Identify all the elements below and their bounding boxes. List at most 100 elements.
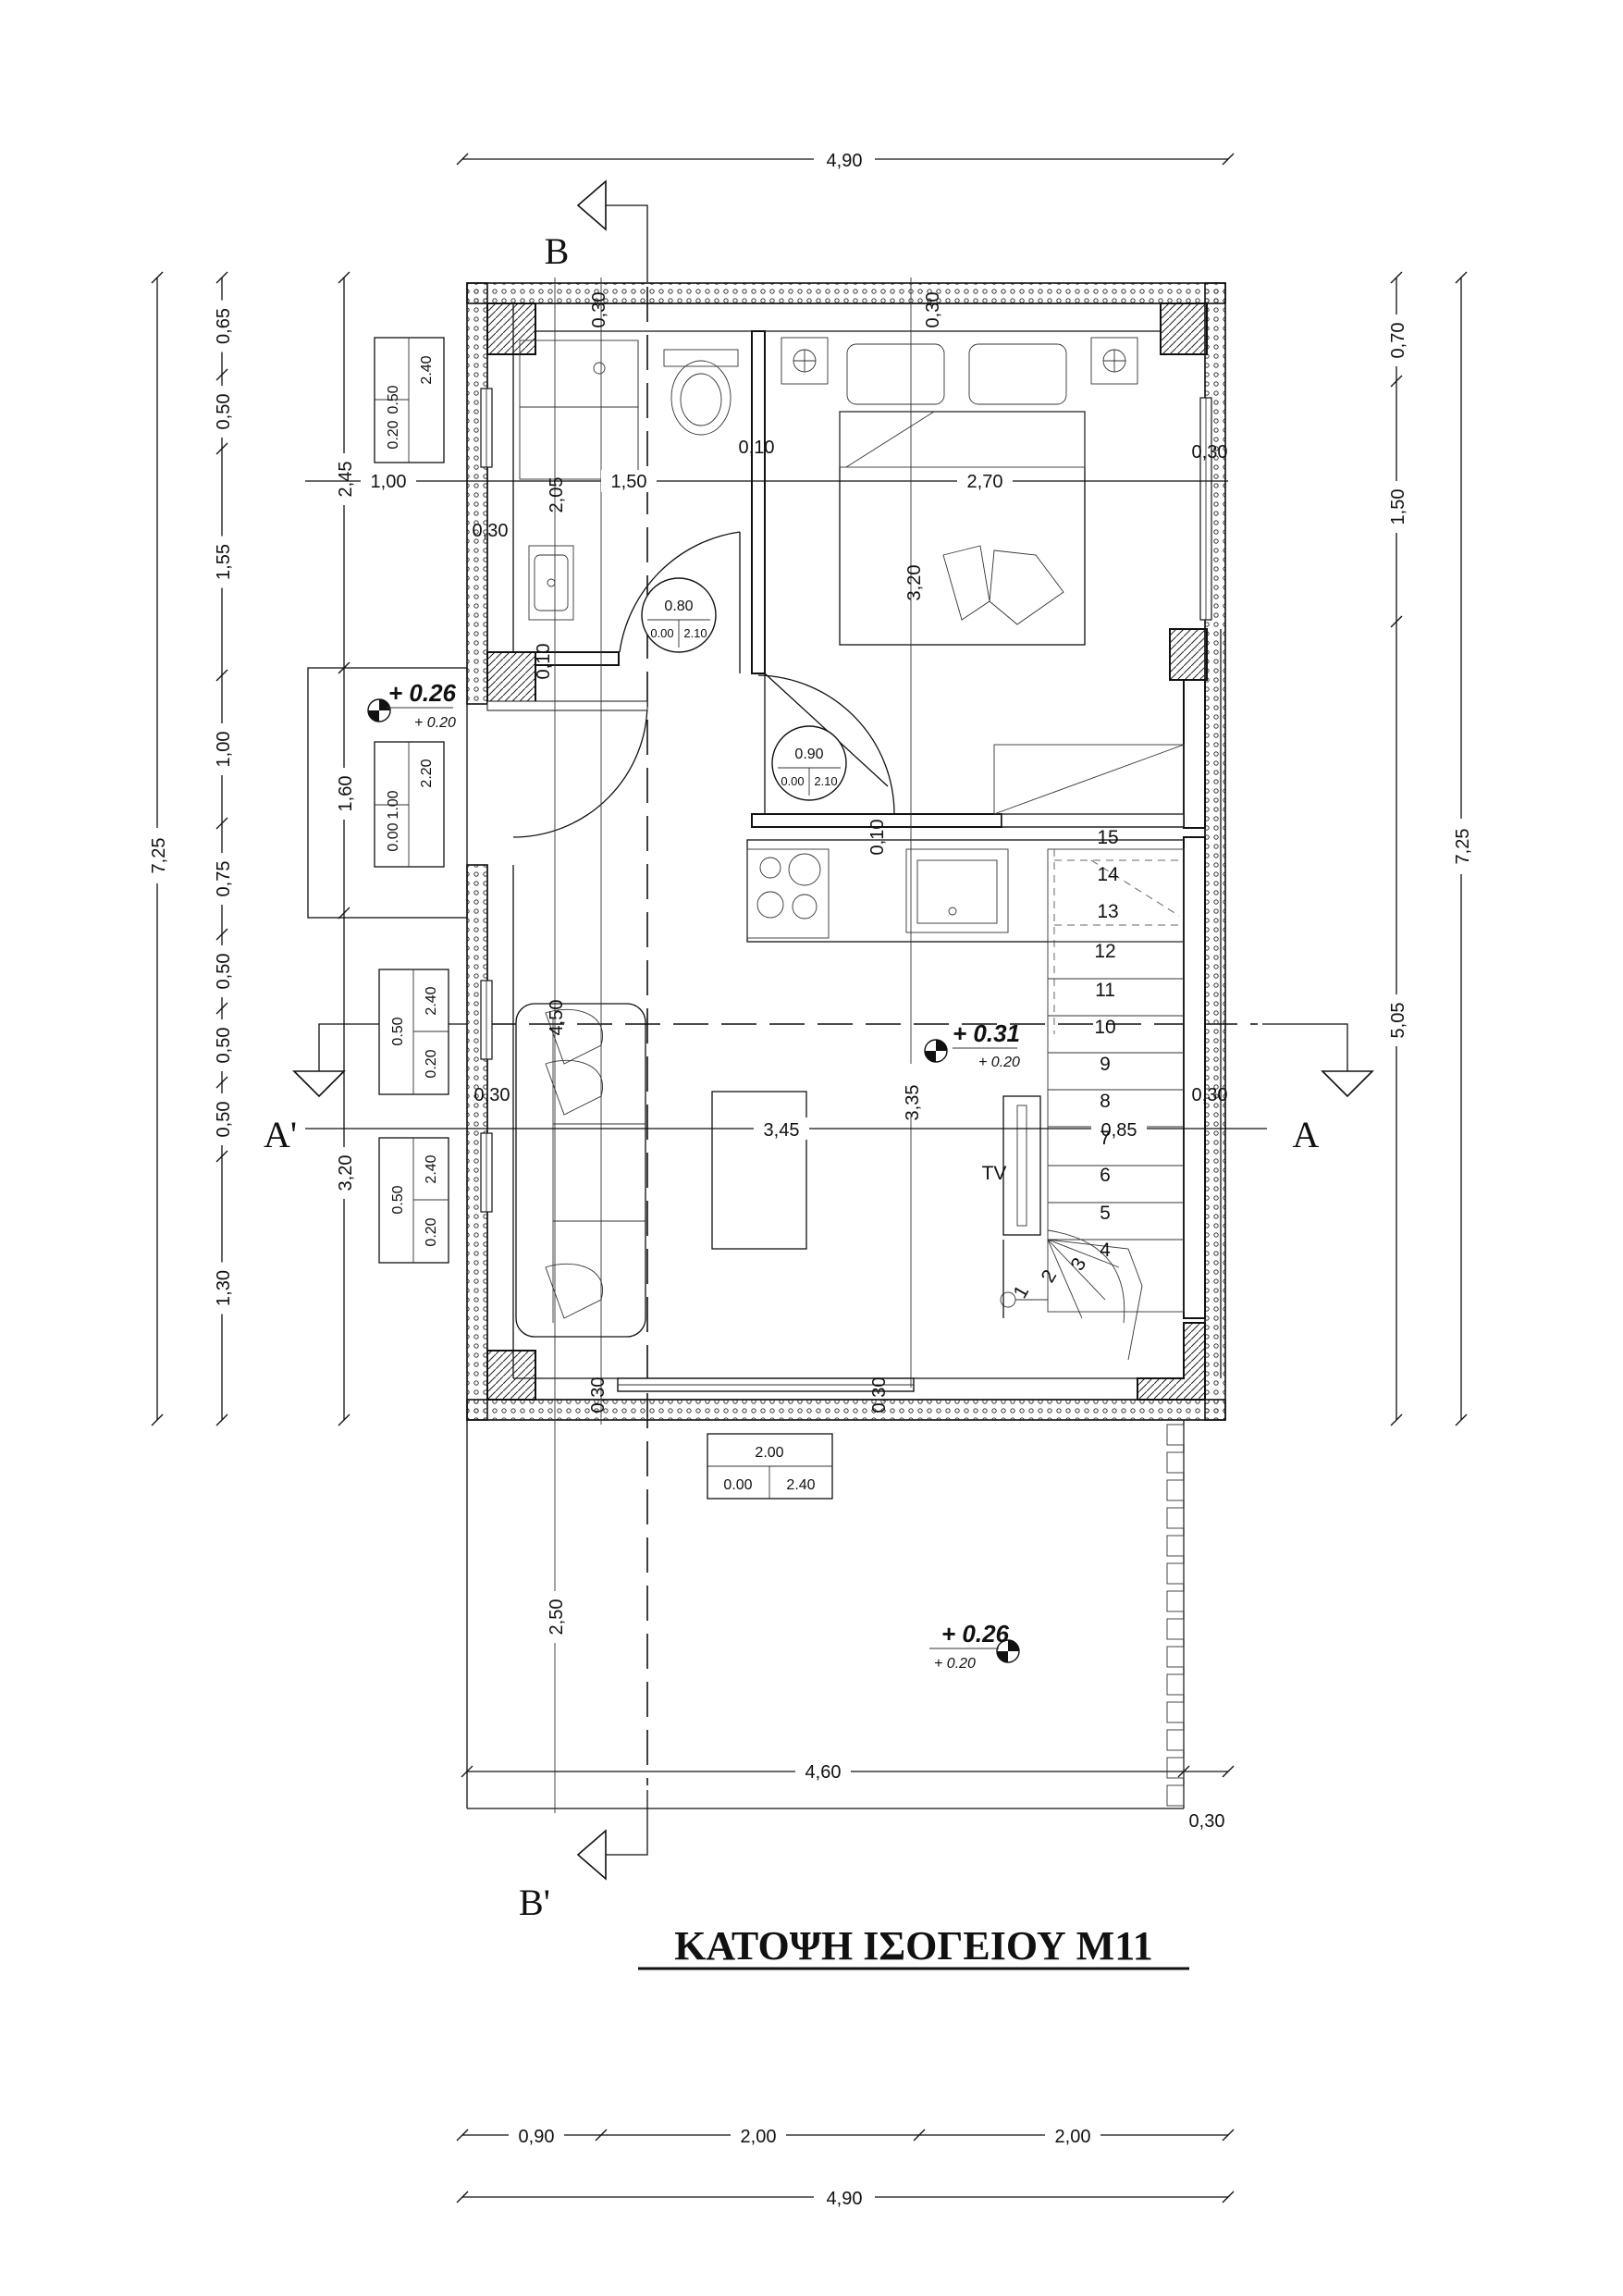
- level-terrace-sub: + 0.20: [934, 1656, 976, 1672]
- dim-010a: 0,10: [739, 438, 775, 458]
- drawing-title: ΚΑΤΟΨΗ ΙΣΟΓΕΙΟΥ Μ11: [638, 1923, 1189, 1970]
- windows: [480, 388, 1212, 1392]
- stair-step-number: 13: [1097, 901, 1118, 922]
- terrace: [461, 1420, 1235, 1809]
- stair-step-number: 9: [1100, 1054, 1111, 1075]
- dim-205: 2,05: [547, 477, 567, 513]
- door-wc-width: 0.80: [664, 599, 693, 614]
- stair-step-number: 3: [1066, 1254, 1090, 1275]
- dim-030-top1: 0,30: [589, 292, 609, 328]
- planter-box: [1166, 1673, 1185, 1696]
- left-mid-tick: [215, 817, 228, 830]
- win-wc-width: 0.50: [386, 385, 401, 414]
- shower: [519, 339, 639, 481]
- wc-sink: [528, 545, 574, 621]
- section-marker-b-bottom: B': [519, 1790, 648, 1923]
- door-tag-bed: 0.90 0.00 2.10: [771, 725, 847, 801]
- top-total-dim: 4,90: [827, 151, 863, 171]
- planter-box: [1166, 1784, 1185, 1807]
- dim-335: 3,35: [903, 1085, 923, 1121]
- stair-step-number: 14: [1097, 864, 1119, 885]
- left-mid-tick: [215, 1076, 228, 1089]
- level-entry-sub: + 0.20: [414, 715, 456, 731]
- door-wc-height: 2.10: [683, 626, 707, 640]
- stair-step-number: 4: [1100, 1240, 1111, 1261]
- terrace-planters: [1166, 1424, 1185, 1807]
- win-terrace-sill: 0.00: [723, 1477, 752, 1493]
- sofa: [515, 1003, 646, 1338]
- interior-dimensions: 0,30 0,30 1,00 1,50 0,10 2,70 0,30 2,05 …: [305, 278, 1267, 1832]
- bottom-dimensions: 0,90 2,00 2,00 4,90: [456, 2124, 1235, 2209]
- window-tag-wc: 0.50 0.20 2.40: [374, 337, 445, 463]
- dim-010c: 0,10: [867, 820, 888, 856]
- dim-030-b2: 0,30: [869, 1377, 890, 1413]
- win-liv1-height: 2.40: [424, 986, 439, 1015]
- door-bed-height: 2.10: [814, 774, 837, 788]
- left-inner-dim-a: 2,45: [336, 462, 356, 498]
- win-liv2-width: 0.50: [390, 1185, 406, 1214]
- section-label-b: B: [545, 230, 570, 272]
- right-mid-dim-b: 1,50: [1388, 489, 1408, 525]
- window-tag-terrace: 2.00 0.00 2.40: [707, 1433, 833, 1500]
- columns: [486, 302, 1208, 1401]
- dim-085: 0,85: [1101, 1120, 1137, 1141]
- kitchen-counter: [746, 839, 1185, 943]
- planter-box: [1166, 1729, 1185, 1751]
- right-mid-dimension: 0,70 1,50 5,05: [1383, 271, 1409, 1426]
- coffee-table: [711, 1091, 807, 1250]
- win-terrace-width: 2.00: [755, 1445, 783, 1461]
- dim-320: 3,20: [904, 565, 925, 601]
- win-liv2-height: 2.40: [424, 1154, 439, 1183]
- dim-150: 1,50: [611, 472, 647, 492]
- exterior-walls: [466, 282, 1226, 1421]
- toilet: [663, 349, 739, 436]
- section-label-a: A: [1293, 1114, 1320, 1155]
- left-mid-dim-label: 0,50: [214, 394, 234, 430]
- left-mid-tick: [215, 368, 228, 381]
- planter-box: [1166, 1646, 1185, 1668]
- left-mid-tick: [215, 1002, 228, 1015]
- level-entry-main: + 0.26: [388, 679, 457, 707]
- interior-walls: [535, 330, 1206, 1319]
- left-mid-tick: [215, 271, 228, 284]
- win-entry-sill: 0.00: [386, 822, 401, 851]
- left-mid-tick: [215, 1413, 228, 1426]
- section-label-a-prime: A': [264, 1114, 297, 1155]
- dim-345: 3,45: [764, 1120, 800, 1141]
- stair-step-number: 12: [1094, 941, 1115, 962]
- left-inner-dim-b: 1,60: [336, 776, 356, 812]
- stair-step-number: 6: [1100, 1165, 1111, 1186]
- double-bed: [839, 343, 1086, 646]
- stair-step-number: 1: [1009, 1282, 1033, 1302]
- dim-250: 2,50: [547, 1599, 567, 1636]
- dim-030-r1: 0,30: [1192, 442, 1228, 463]
- dim-030-b1: 0,30: [588, 1377, 609, 1413]
- bottom-dim-3: 2,00: [1055, 2127, 1091, 2147]
- left-mid-dim-label: 0,65: [214, 308, 234, 344]
- left-mid-tick: [215, 1150, 228, 1163]
- level-terrace-main: + 0.26: [941, 1620, 1010, 1648]
- tv-unit: TV: [982, 1095, 1041, 1236]
- planter-box: [1166, 1507, 1185, 1529]
- stair-step-number: 15: [1097, 827, 1118, 848]
- win-wc-height: 2.40: [419, 355, 435, 384]
- win-terrace-height: 2.40: [786, 1477, 815, 1493]
- bottom-total-dim: 4,90: [827, 2189, 863, 2209]
- stair-step-number: 2: [1037, 1266, 1061, 1287]
- left-mid-tick: [215, 928, 228, 941]
- nightstands: [781, 337, 1138, 385]
- level-marker-entry: + 0.26 + 0.20: [367, 679, 457, 731]
- wardrobe: [993, 744, 1185, 815]
- plan-title: ΚΑΤΟΨΗ ΙΣΟΓΕΙΟΥ Μ11: [674, 1923, 1153, 1969]
- left-mid-tick: [215, 442, 228, 455]
- stair-step-number: 11: [1095, 980, 1115, 1001]
- right-total-dim: 7,25: [1453, 829, 1473, 865]
- left-mid-dimension: 0,650,501,551,000,750,500,500,501,30: [209, 271, 235, 1426]
- right-outer-dimension: 7,25: [1448, 271, 1474, 1426]
- left-mid-tick: [215, 669, 228, 682]
- dim-030-r2: 0,30: [1192, 1085, 1228, 1105]
- planter-box: [1166, 1424, 1185, 1446]
- dim-450: 4,50: [547, 1000, 567, 1036]
- window-tag-living-2: 0.50 0.20 2.40: [378, 1137, 449, 1264]
